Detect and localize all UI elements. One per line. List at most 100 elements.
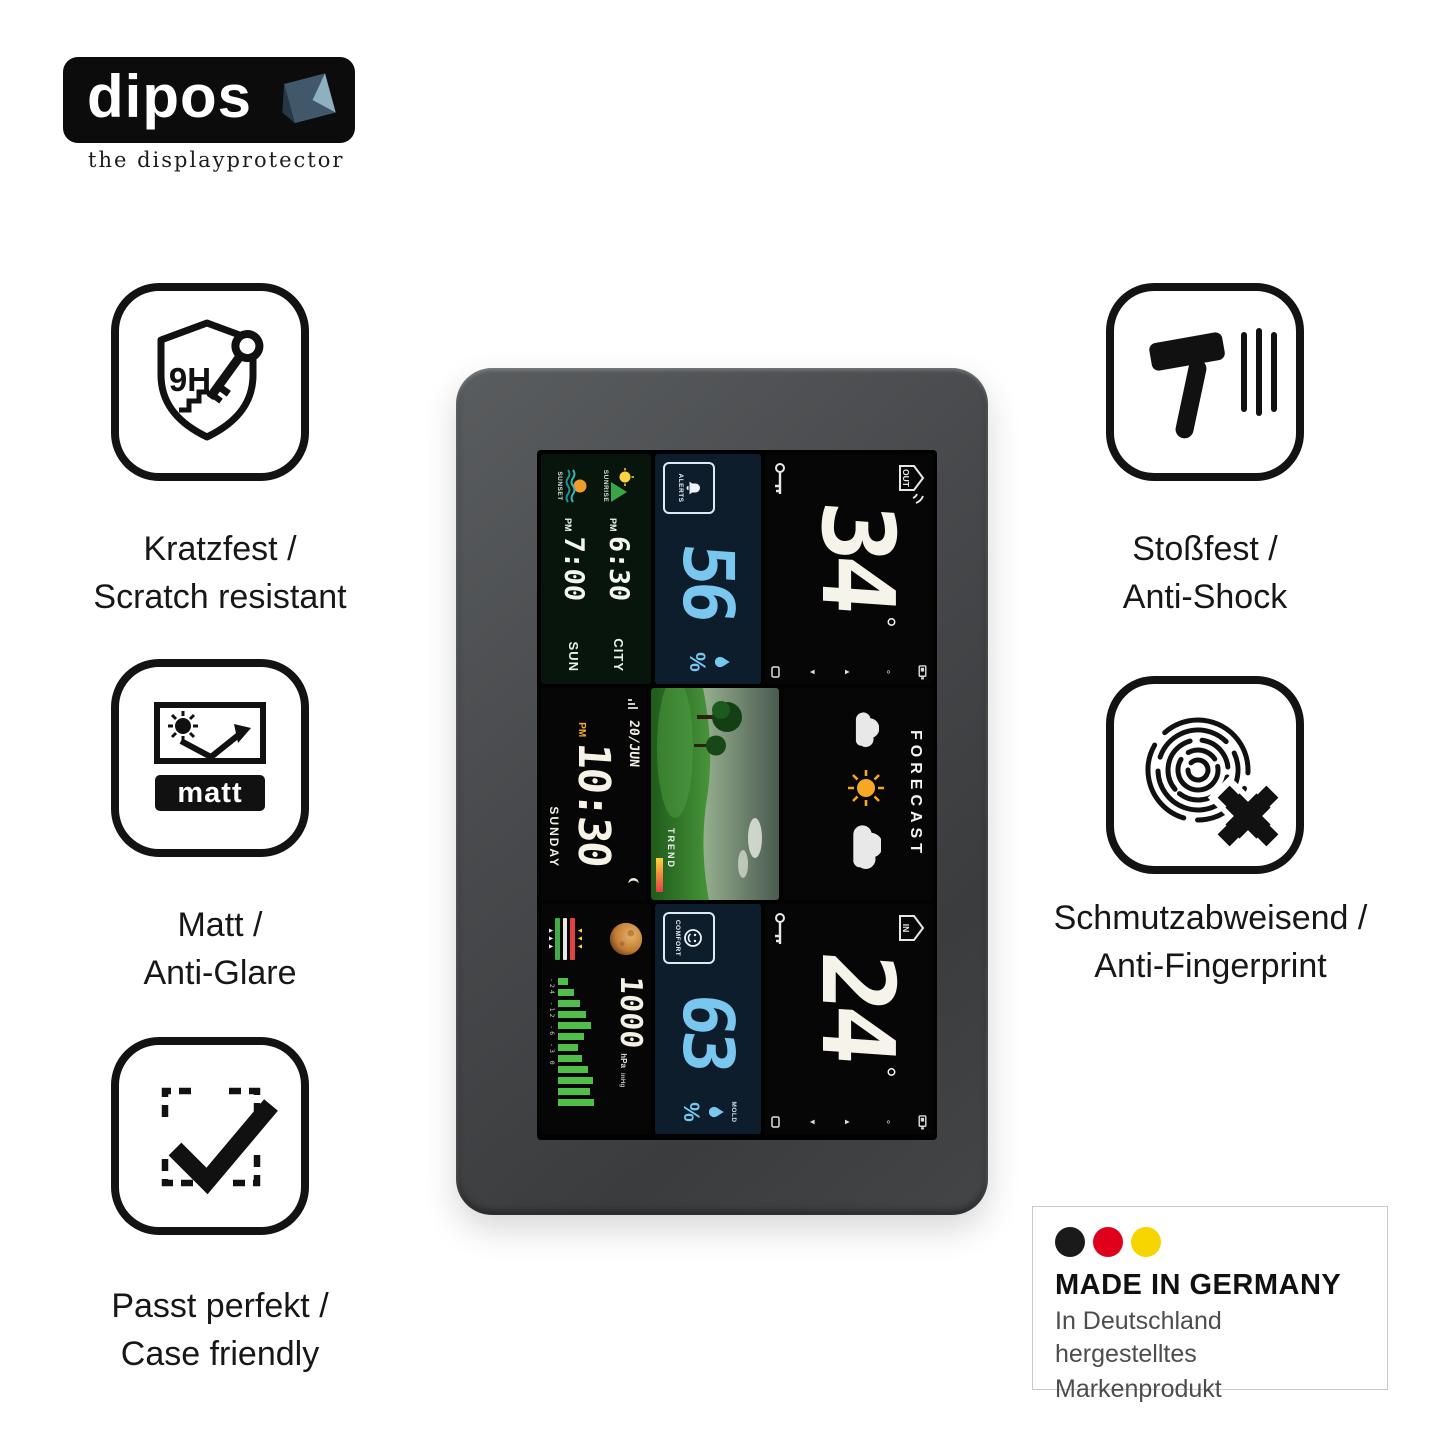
house-in-icon: IN	[899, 915, 925, 941]
pressure-unit: hPa	[619, 1053, 628, 1068]
tide-bar-high	[570, 918, 575, 960]
badge-title: MADE IN GERMANY	[1055, 1269, 1342, 1301]
matt-anti-glare-icon: matt	[154, 702, 266, 811]
outdoor-humidity-value: 56	[667, 540, 749, 622]
radio-signal-icon	[628, 699, 638, 709]
hammer-shock-icon	[1149, 328, 1277, 439]
comfort-panel: COMFORT	[663, 912, 715, 964]
house-out-icon: OUT	[899, 465, 925, 504]
indoor-temperature-value: 24	[799, 947, 916, 1063]
percent-symbol: %	[685, 652, 711, 672]
weather-station-device: OUT 34 °	[456, 368, 988, 1215]
tide-bar-low	[555, 918, 560, 960]
flag-dot-red	[1093, 1227, 1123, 1257]
perfect-fit-check-icon	[161, 1087, 278, 1195]
impact-lines-icon	[1241, 328, 1277, 416]
pressure-history-chart	[558, 978, 594, 1106]
lcd-forecast-panel: FORECAST	[783, 688, 933, 900]
flag-dot-gold	[1131, 1227, 1161, 1257]
weekday-short-label: SUN	[565, 641, 581, 672]
comfort-label: COMFORT	[674, 919, 682, 957]
battery-icon	[918, 664, 927, 679]
trend-scale-bar	[656, 858, 663, 892]
sunset-time: 7:00	[557, 534, 589, 602]
cloud-icon	[853, 825, 881, 869]
sunrise-time: 6:30	[603, 534, 635, 602]
max-arrow-icon: ▲	[843, 1118, 853, 1126]
weather-station-screen: OUT 34 °	[537, 450, 937, 1140]
min-arrow-icon: ▼	[807, 668, 817, 676]
screen-protector-peel-icon	[282, 73, 336, 124]
matt-label: matt	[177, 777, 242, 809]
lcd-pressure-panel: ▼▼▼ ▲▲▲ 1000 hPa inHg	[541, 904, 651, 1134]
lcd-indoor-humidity-panel: COMFORT 63 MOLD %	[655, 904, 761, 1134]
caption-scratch-resistant: Kratzfest / Scratch resistant	[93, 530, 347, 617]
frame-icon	[771, 666, 780, 678]
logo-text: dipos	[87, 62, 252, 130]
svg-text:OUT: OUT	[901, 469, 911, 488]
lcd-icon-strip: ° ▲ ▼	[771, 1112, 927, 1132]
badge-line-2: Markenprodukt	[1055, 1375, 1222, 1403]
key-icon	[775, 463, 785, 494]
pressure-value: 1000	[613, 974, 648, 1050]
cloud-icon	[855, 712, 879, 748]
min-arrow-icon: ▼	[807, 1118, 817, 1126]
flag-dot-black	[1055, 1227, 1085, 1257]
degree-symbol: °	[870, 616, 901, 628]
lcd-content: OUT 34 °	[541, 454, 933, 1136]
meadow-scene-image: TREND	[651, 688, 779, 900]
feature-scratch-resistant: 9H	[111, 283, 309, 481]
badge-line-1: In Deutschland hergestelltes	[1055, 1307, 1222, 1368]
feature-matt: matt	[111, 659, 309, 857]
degree-icon: °	[879, 1119, 892, 1125]
forecast-label: FORECAST	[907, 730, 924, 858]
caption-perfect-fit: Passt perfekt / Case friendly	[111, 1287, 329, 1374]
indoor-humidity-value: 63	[667, 990, 749, 1072]
sun-reflection-icon	[168, 711, 251, 761]
sunset-icon	[565, 469, 587, 503]
checkmark-icon	[168, 1099, 278, 1195]
water-drop-icon	[715, 656, 731, 668]
tree-icon	[694, 735, 726, 756]
pressure-unit-secondary: inHg	[619, 1072, 626, 1088]
time-meridiem: PM	[576, 722, 588, 738]
alerts-panel: ALERTS	[663, 462, 715, 514]
lcd-indoor-temp-panel: IN 24 °	[765, 904, 933, 1134]
lcd-icon-strip: ° ▲ ▼	[771, 662, 927, 682]
sun-icon	[848, 770, 884, 806]
alerts-label: ALERTS	[677, 473, 684, 503]
degree-icon: °	[879, 669, 892, 675]
brand-tagline: the displayprotector	[88, 148, 345, 172]
lcd-outdoor-humidity-panel: ALERTS 56 %	[655, 454, 761, 684]
time-value: 10:30	[568, 741, 620, 868]
date-value: 20/JUN	[626, 719, 641, 768]
down-arrows-icon: ▼▼▼	[576, 927, 584, 951]
key-icon	[775, 913, 785, 944]
feature-anti-shock	[1106, 283, 1304, 481]
tide-indicator: ▼▼▼ ▲▲▲	[547, 918, 584, 960]
max-arrow-icon: ▲	[843, 668, 853, 676]
lcd-landscape-scene: TREND	[651, 688, 779, 900]
alert-bell-icon	[686, 481, 700, 495]
key-icon	[206, 330, 264, 404]
tide-bar-mid	[563, 918, 568, 960]
sunrise-meridiem: PM	[608, 518, 619, 532]
percent-symbol: %	[679, 1102, 705, 1122]
pressure-history-scale: -24 -12 -6 -3 0	[548, 978, 556, 1067]
sunset-meridiem: PM	[562, 518, 573, 532]
caption-matt: Matt / Anti-Glare	[143, 906, 297, 993]
battery-icon	[918, 1114, 927, 1129]
mold-label: MOLD	[730, 1101, 738, 1123]
feature-perfect-fit	[111, 1037, 309, 1235]
moon-phase-icon	[628, 878, 639, 884]
city-label: CITY	[611, 638, 627, 672]
comfort-smiley-icon	[684, 929, 703, 947]
dipos-logo: dipos	[63, 57, 355, 143]
outdoor-temperature-value: 34	[799, 497, 916, 613]
caption-anti-shock: Stoßfest / Anti-Shock	[1122, 530, 1288, 617]
water-drop-icon	[709, 1106, 725, 1118]
lcd-clock-panel: 20/JUN PM 10:30 SUNDAY	[541, 688, 647, 900]
x-icon	[1207, 775, 1280, 850]
trend-label: TREND	[666, 828, 676, 869]
svg-text:IN: IN	[901, 924, 911, 933]
